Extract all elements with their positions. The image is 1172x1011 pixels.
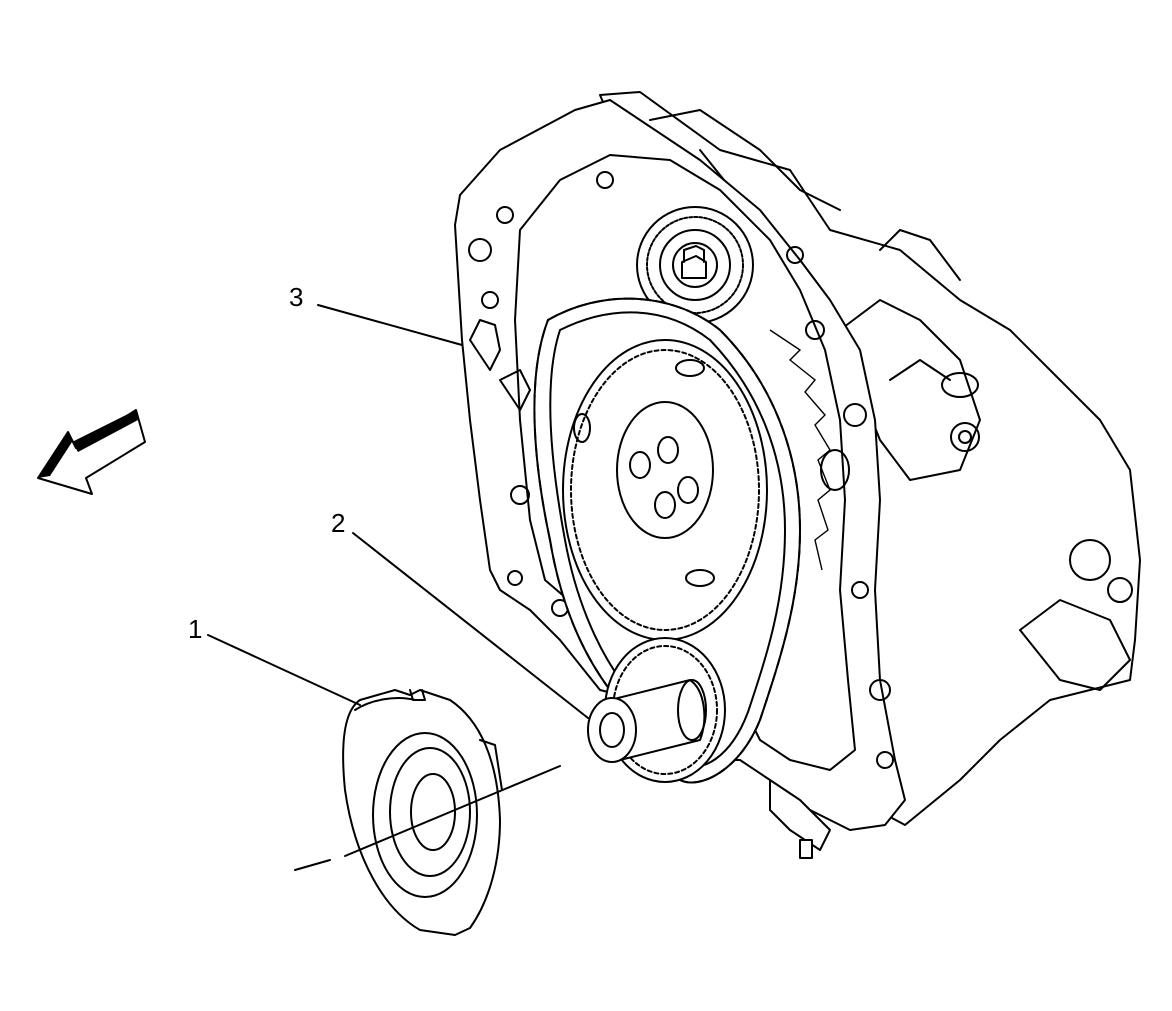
cam-sprocket [562, 339, 768, 641]
callout-leaders [207, 304, 589, 719]
crankshaft-spacer [587, 679, 707, 763]
center-axis [294, 765, 561, 871]
callout-3: 3 [289, 282, 303, 312]
camshaft-gear [636, 206, 754, 324]
callout-1: 1 [188, 614, 202, 644]
direction-arrow-icon [37, 409, 146, 495]
callout-2: 2 [331, 508, 345, 538]
front-seal [342, 689, 503, 936]
